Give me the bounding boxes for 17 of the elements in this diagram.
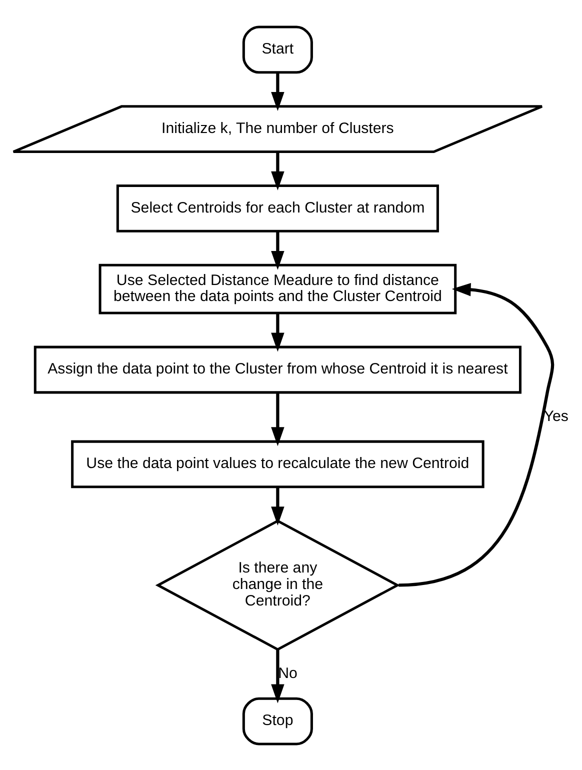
node-box: Select Centroids for each Cluster at random [116,184,439,232]
node-box: Use the data point values to recalculate the new Centroid [71,440,484,488]
arrow [271,312,284,352]
edge-label: No [278,664,298,682]
arrow [398,282,554,586]
arrow [271,649,284,703]
arrow [271,392,284,446]
node-box: Assign the data point to the Cluster from whose Centroid it is nearest [34,345,522,394]
arrow [271,152,284,190]
arrow [271,72,284,110]
node-diamond: Is there any change in the Centroid? [155,519,400,650]
node-box: Stop [242,696,313,745]
node-box: Use Selected Distance Meadure to find distance between the data points and the Cluster Centroid [98,263,457,314]
arrow [271,486,284,526]
node-box: Start [242,25,313,74]
arrow [271,231,284,270]
edge-label: Yes [544,407,568,424]
